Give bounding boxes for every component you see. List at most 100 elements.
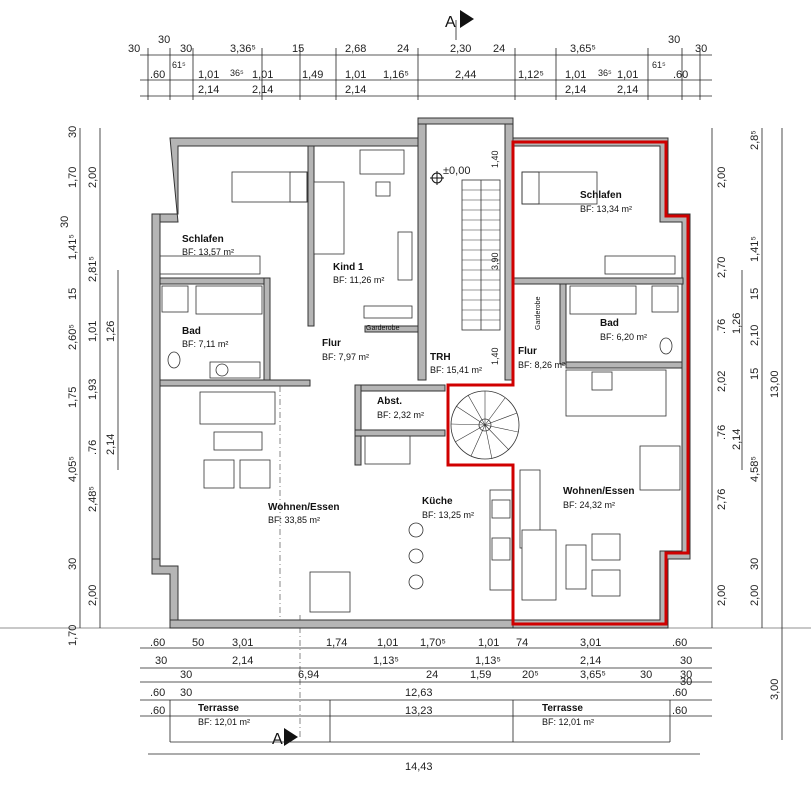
top-dimension-row-1: 30 30 30 3,36⁵ 15 2,68 24 2,30 24 3,65⁵ … [128,34,707,70]
left-dimension-labels: 30 1,70 30 1,41⁵ 15 2,60⁵ 1,75 4,05⁵ 30 … [59,126,117,646]
dim-label: 1,74 [326,637,347,649]
dim-label: 24 [493,43,505,55]
dim-label: 24 [426,669,438,681]
bottom-dimension-row-1: .60 50 3,01 1,74 1,01 1,70⁵ 1,01 74 3,01… [150,637,687,649]
room-area: BF: 6,20 m² [600,332,647,342]
dim-label: .60 [672,637,687,649]
room-area: BF: 15,41 m² [430,365,482,375]
dim-label: 1,26 [731,313,743,334]
bottom-dimension-row-3: 30 6,94 24 1,59 20⁵ 3,65⁵ 30 30 [180,669,692,681]
dim-label: 30 [749,558,761,570]
dim-label: 30 [67,126,79,138]
sofa [199,391,276,425]
bed [231,171,308,203]
room-name: Wohnen/Essen [268,502,340,513]
spiral-stair [450,390,520,460]
kitchen-counter [489,489,513,591]
dim-label: 1,01 [377,637,398,649]
toilet [167,351,181,369]
dim-label: 2,14 [232,655,253,667]
dim-label: 1,49 [302,69,323,81]
dim-label: 15 [67,288,79,300]
room-area: BF: 7,11 m² [182,339,228,349]
dim-label: 2,8⁵ [749,130,761,150]
dim-label: 1,01 [87,321,99,342]
dim-label: 2,76 [716,489,728,510]
dim-label: .60 [150,637,165,649]
dim-label: 30 [668,34,680,46]
dim-label: 2,81⁵ [87,256,99,282]
dim-label: 1,70 [67,167,79,188]
dim-label: 1,93 [87,379,99,400]
stair-dim-top: 1,40 [490,150,500,168]
bathtub [195,285,263,315]
room-area: BF: 13,25 m² [422,510,474,520]
dim-label: 36⁵ [230,68,244,78]
left-furniture: Garderobe [159,149,513,620]
garderobe-left: Garderobe [366,325,400,332]
dim-label: 30 [680,676,692,688]
terrace-area: BF: 12,01 m² [542,717,594,727]
sofa-right [521,529,557,601]
dim-label: 61⁵ [652,60,666,70]
dim-label: 1,01 [345,69,366,81]
kid-bed [313,181,345,255]
dim-label: 13,00 [769,370,781,398]
dim-label: 2,70 [716,257,728,278]
section-label-bottom: A [272,731,283,748]
dim-label: 30 [180,43,192,55]
right-furniture: Garderobe [519,171,681,601]
dim-label: .76 [87,440,99,455]
dim-label: .60 [672,705,687,717]
dim-total: 14,43 [405,761,433,773]
room-area: BF: 33,85 m² [268,515,320,525]
dim-label: 1,01 [565,69,586,81]
right-dimension-lines [711,128,783,740]
bottom-dimension-row-5: .60 13,23 .60 14,43 [150,705,687,773]
dim-label: 1,41⁵ [749,236,761,262]
dim-label: .60 [150,705,165,717]
dim-label: 2,14 [565,84,586,96]
top-dimension-row-2: .60 1,01 36⁵ 1,01 1,49 1,01 1,16⁵ 2,44 1… [150,68,688,81]
stair-dim-bottom: 1,40 [490,347,500,365]
dim-label: 2,00 [87,585,99,606]
dim-label: 2,00 [87,167,99,188]
dim-label: 61⁵ [172,60,186,70]
left-dimension-lines [79,128,119,628]
dim-label: 30 [59,216,71,228]
dim-label: 1,01 [252,69,273,81]
dim-label: 1,13⁵ [373,655,399,667]
terrace-area: BF: 12,01 m² [198,717,250,727]
room-area: BF: 8,26 m² [518,360,565,370]
dim-label: 1,41⁵ [67,234,79,260]
room-name: Wohnen/Essen [563,486,635,497]
dim-label: 3,00 [769,679,781,700]
dim-label: 4,05⁵ [67,456,79,482]
dim-label: 2,44 [455,69,476,81]
dim-label: 30 [155,655,167,667]
bottom-dimension-row-2: 30 2,14 1,13⁵ 1,13⁵ 2,14 30 [155,655,692,667]
dim-label: 30 [680,669,692,681]
dim-label: 4,58⁵ [749,456,761,482]
dim-label: 2,14 [731,429,743,450]
dim-label: 24 [397,43,409,55]
bottom-dimension-row-4: .60 30 12,63 .60 30 [150,676,692,699]
dim-label: 2,14 [198,84,219,96]
dim-label: 1,16⁵ [383,69,409,81]
dim-label: 2,14 [252,84,273,96]
dim-label: 6,94 [298,669,319,681]
dim-label: 2,30 [450,43,471,55]
room-name: Schlafen [580,190,622,201]
dim-label: 15 [292,43,304,55]
dim-label: 36⁵ [598,68,612,78]
garderobe-right: Garderobe [535,296,542,330]
dim-label: 30 [640,669,652,681]
stair-dim-mid: 3,90 [490,252,500,270]
room-name: Kind 1 [333,262,364,273]
dim-label: 15 [749,368,761,380]
bathtub-right [569,285,637,315]
interior-walls [159,145,684,466]
dim-label: 30 [695,43,707,55]
dim-label: 15 [749,288,761,300]
top-dimension-row-3: 2,14 2,14 2,14 2,14 2,14 [198,84,638,96]
